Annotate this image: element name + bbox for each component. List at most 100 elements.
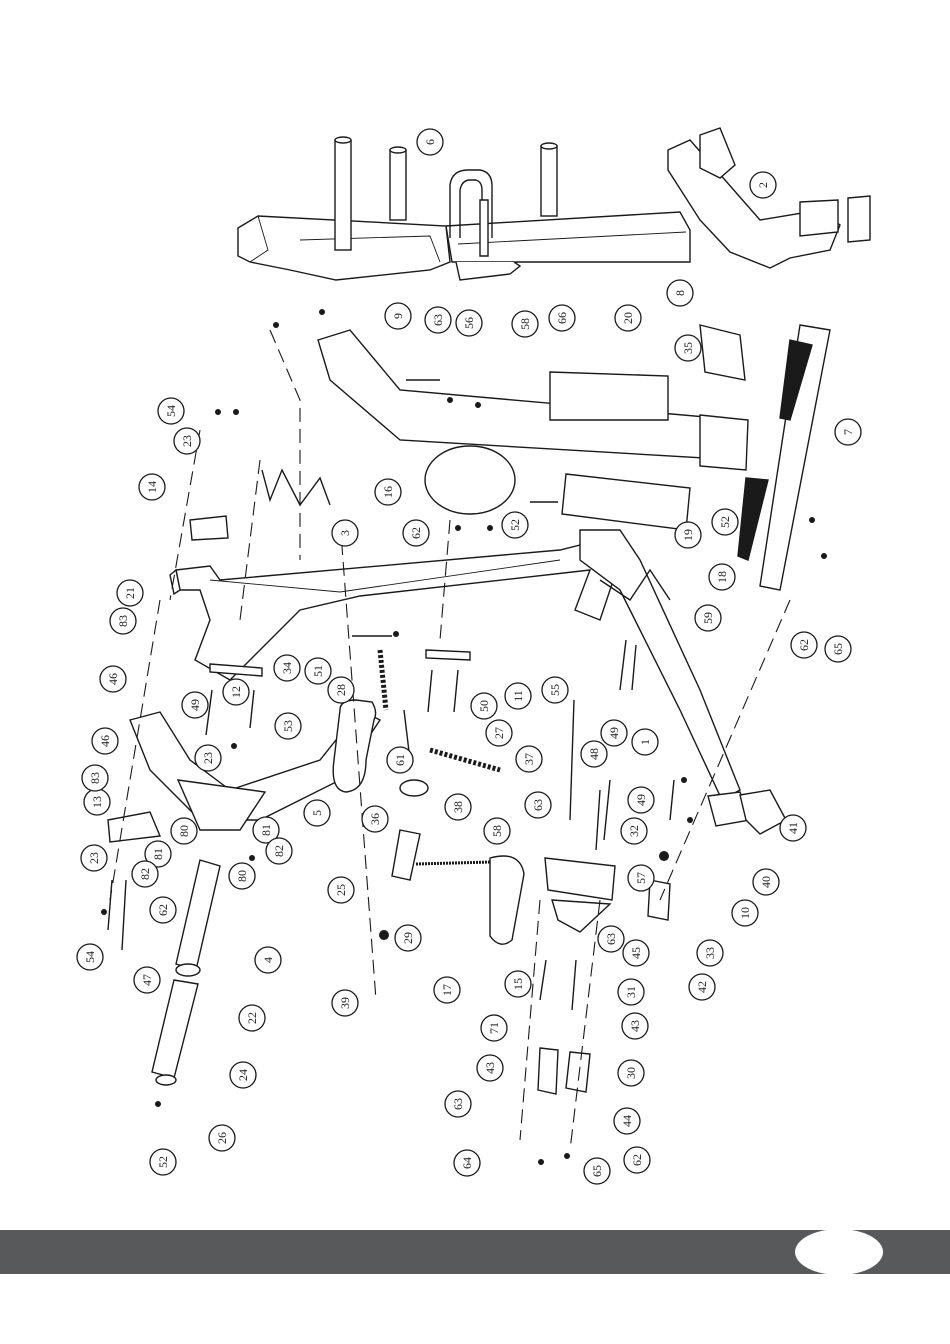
callout-number: 58	[490, 825, 504, 837]
callout-number: 24	[236, 1069, 250, 1081]
part-callout: 21	[117, 580, 143, 606]
callout-number: 18	[715, 571, 729, 583]
part-callout: 53	[275, 713, 301, 739]
part-callout: 66	[549, 305, 575, 331]
part-lever-arm	[580, 530, 786, 834]
part-callout: 6	[417, 129, 443, 155]
callout-number: 53	[281, 720, 295, 732]
callout-number: 82	[272, 845, 286, 857]
part-callout: 80	[171, 818, 197, 844]
part-callout: 36	[362, 806, 388, 832]
callout-number: 6	[423, 139, 437, 145]
callout-number: 2	[756, 182, 770, 188]
part-callout: 33	[697, 940, 723, 966]
callout-number: 81	[259, 824, 273, 836]
part-callout: 30	[618, 1060, 644, 1086]
part-callout: 25	[328, 877, 354, 903]
part-callout: 43	[477, 1055, 503, 1081]
callout-number: 33	[703, 947, 717, 959]
callout-number: 62	[797, 639, 811, 651]
callout-number: 49	[188, 699, 202, 711]
part-callout: 62	[403, 520, 429, 546]
callout-number: 56	[462, 317, 476, 329]
part-callout: 23	[195, 745, 221, 771]
part-callout: 62	[624, 1147, 650, 1173]
drawing-linework	[101, 128, 870, 1165]
part-u-frame	[130, 700, 380, 830]
part-callout: 62	[791, 632, 817, 658]
callout-number: 63	[451, 1098, 465, 1110]
callout-number: 44	[620, 1115, 634, 1127]
callout-number: 3	[338, 530, 352, 536]
part-foot-frame	[668, 128, 870, 268]
callout-number: 55	[548, 684, 562, 696]
part-callout: 3	[332, 520, 358, 546]
callout-number: 48	[587, 748, 601, 760]
callout-number: 46	[98, 735, 112, 747]
part-callout: 57	[628, 865, 654, 891]
part-callout: 44	[614, 1108, 640, 1134]
callout-number: 34	[280, 662, 294, 674]
part-callout: 11	[505, 683, 531, 709]
part-callout: 71	[481, 1015, 507, 1041]
callout-number: 50	[477, 700, 491, 712]
part-callout: 80	[229, 863, 255, 889]
callout-number: 11	[511, 690, 525, 702]
callout-number: 30	[624, 1067, 638, 1079]
callout-number: 59	[701, 612, 715, 624]
part-callout: 52	[150, 1149, 176, 1175]
callout-number: 15	[511, 978, 525, 990]
part-callout: 58	[512, 311, 538, 337]
callout-number: 43	[483, 1062, 497, 1074]
callout-number: 19	[681, 529, 695, 541]
part-callout: 28	[328, 677, 354, 703]
callout-number: 47	[140, 974, 154, 986]
callout-number: 28	[334, 684, 348, 696]
part-callout: 13	[84, 789, 110, 815]
part-seat-pad	[425, 446, 515, 514]
callout-number: 52	[718, 516, 732, 528]
part-callout: 7	[835, 419, 861, 445]
part-callout: 37	[516, 746, 542, 772]
part-callout: 15	[505, 971, 531, 997]
callout-number: 23	[201, 752, 215, 764]
part-callout: 49	[628, 787, 654, 813]
part-callout: 62	[150, 897, 176, 923]
part-callout: 5	[304, 800, 330, 826]
part-callout: 63	[525, 792, 551, 818]
callout-number: 62	[156, 904, 170, 916]
callout-number: 65	[590, 1165, 604, 1177]
part-callout: 1	[632, 729, 658, 755]
part-callout: 24	[230, 1062, 256, 1088]
part-callout: 38	[445, 794, 471, 820]
part-callout: 52	[712, 509, 738, 535]
callout-number: 54	[83, 951, 97, 963]
callout-number: 40	[759, 876, 773, 888]
callout-number: 62	[409, 527, 423, 539]
part-callout: 27	[486, 720, 512, 746]
callout-number: 65	[831, 643, 845, 655]
callout-number: 14	[145, 481, 159, 493]
callout-number: 64	[460, 1157, 474, 1169]
part-callout: 43	[622, 1013, 648, 1039]
part-callout: 34	[274, 655, 300, 681]
part-callout: 56	[456, 310, 482, 336]
callout-number: 25	[334, 884, 348, 896]
part-callout: 32	[621, 818, 647, 844]
callout-number: 66	[555, 312, 569, 324]
callout-number: 26	[215, 1132, 229, 1144]
callout-number: 9	[391, 313, 405, 319]
callout-number: 54	[164, 405, 178, 417]
callout-number: 38	[451, 801, 465, 813]
callout-number: 27	[492, 727, 506, 739]
callout-number: 80	[235, 870, 249, 882]
part-callout: 17	[434, 977, 460, 1003]
part-callout: 29	[395, 925, 421, 951]
part-callout: 20	[615, 305, 641, 331]
part-callout: 63	[598, 926, 624, 952]
part-callout: 65	[584, 1158, 610, 1184]
callout-number: 49	[607, 727, 621, 739]
callout-number: 51	[311, 665, 325, 677]
part-callout: 54	[77, 944, 103, 970]
